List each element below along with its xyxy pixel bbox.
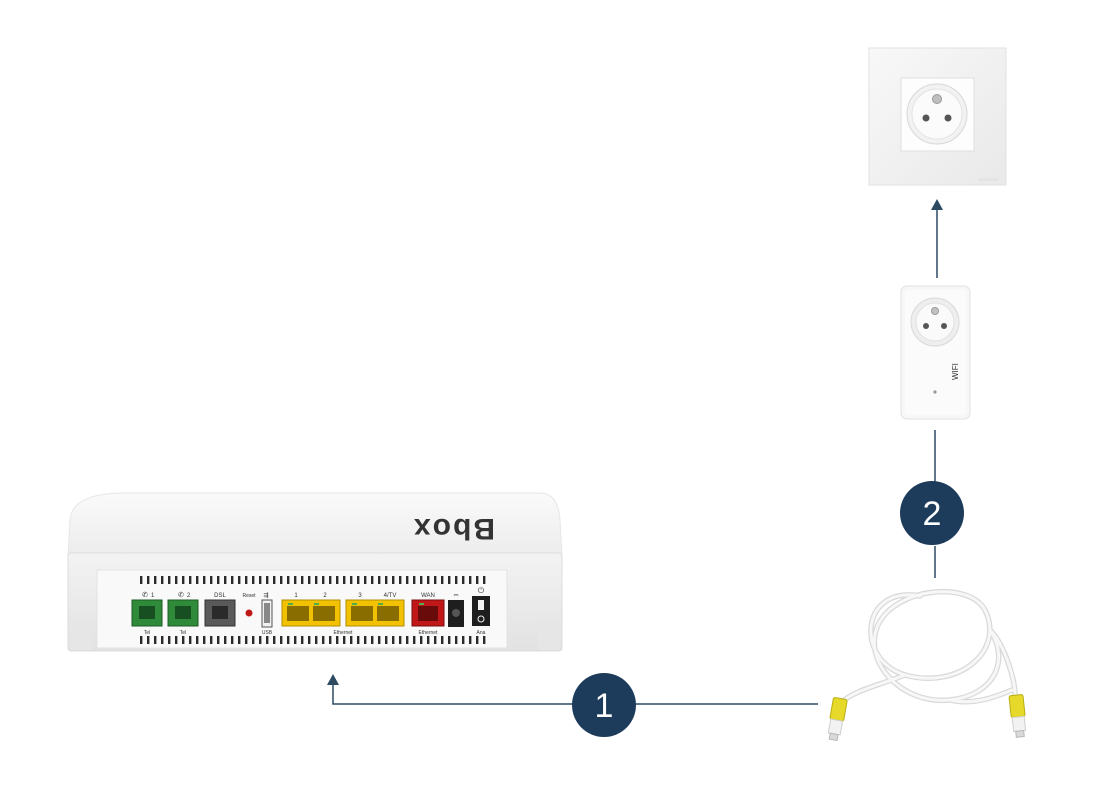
reset-button: Reset xyxy=(242,593,256,617)
step-2-number: 2 xyxy=(923,495,942,533)
wall-socket xyxy=(868,47,1007,186)
port-dsl: DSL xyxy=(204,593,236,627)
port-tel-2-sub: Tel xyxy=(180,630,186,636)
port-tel-2: ✆ 2 Tel xyxy=(167,591,199,636)
ethernet-cable xyxy=(827,588,1027,742)
arrow-cable-to-router xyxy=(327,674,818,705)
step-1-number: 1 xyxy=(595,687,614,725)
cable-plug-right xyxy=(1008,694,1027,738)
usb-icon: ⇶ xyxy=(263,592,268,599)
vent-top xyxy=(140,576,486,584)
port-wan-label: WAN xyxy=(421,593,435,599)
port-eth-sub: Ethernet xyxy=(334,630,354,636)
power-icon: ⏻ xyxy=(478,586,485,595)
port-tel-1-sub: Tel xyxy=(144,630,150,636)
power-switch: ⏻ Ana xyxy=(472,586,490,636)
cable-plug-left xyxy=(827,697,848,742)
plug-brand-label: WIFI xyxy=(951,363,960,380)
port-eth-1-label: 1 xyxy=(294,593,298,599)
port-tel-1: ✆ 1 Tel xyxy=(131,591,163,636)
port-ethernet-3-4: 3 4/TV Ethernet xyxy=(334,593,405,636)
phone-icon: ✆ xyxy=(178,591,184,599)
step-2-badge: 2 xyxy=(900,481,964,545)
vent-bottom xyxy=(140,636,486,644)
step-1-badge: 1 xyxy=(572,673,636,737)
port-usb-sub: USB xyxy=(262,630,273,636)
port-ethernet-1-2: 1 2 xyxy=(281,593,341,627)
port-eth-3-label: 3 xyxy=(358,593,362,599)
arrow-plug-to-socket xyxy=(931,199,943,278)
arrow-up-icon xyxy=(931,199,943,210)
port-tel-1-label: 1 xyxy=(151,593,155,599)
powerline-adapter: WIFI xyxy=(900,285,971,420)
power-jack: ⎓ xyxy=(448,593,464,627)
power-sub: Ana xyxy=(477,630,486,636)
port-eth-4-label: 4/TV xyxy=(384,593,397,599)
port-usb: ⇶ USB xyxy=(261,592,273,636)
reset-label: Reset xyxy=(242,593,256,599)
port-wan: WAN Ethernet xyxy=(411,593,445,636)
dc-symbol: ⎓ xyxy=(454,593,459,599)
port-wan-sub: Ethernet xyxy=(419,630,439,636)
router-box: Bbox ✆ 1 Tel ✆ 2 Tel xyxy=(67,492,563,652)
phone-icon: ✆ xyxy=(142,591,148,599)
port-eth-2-label: 2 xyxy=(323,593,327,599)
arrow-up-icon xyxy=(327,674,339,685)
router-brand-logo: Bbox xyxy=(412,512,495,545)
port-dsl-label: DSL xyxy=(214,593,226,599)
port-tel-2-label: 2 xyxy=(187,593,191,599)
